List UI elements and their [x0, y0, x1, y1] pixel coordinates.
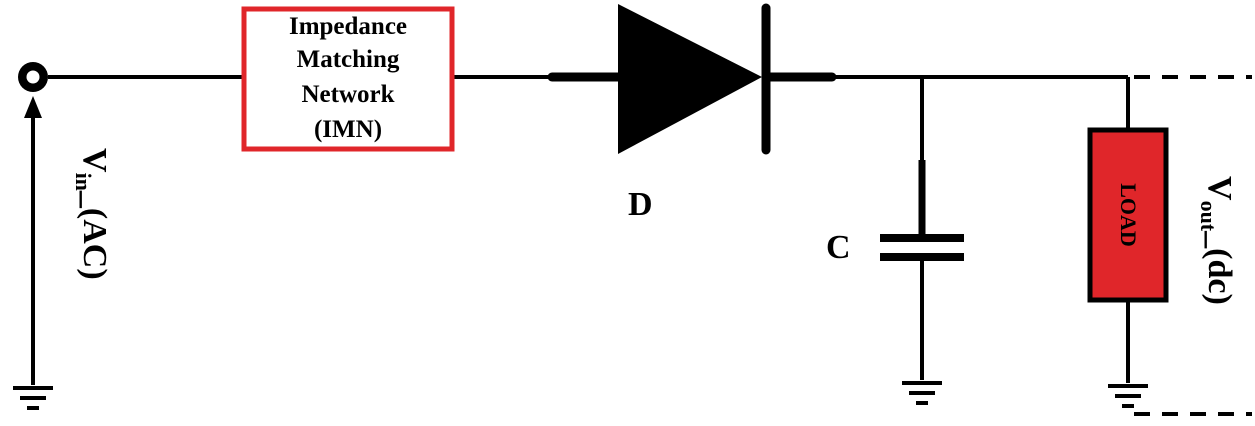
- load-block: LOAD: [1087, 127, 1169, 303]
- ground-icon: [1108, 384, 1148, 408]
- diode-symbol: [618, 3, 771, 155]
- vout-label: Vout_(dc): [1196, 176, 1238, 305]
- imn-label-line-3: Network: [301, 81, 394, 108]
- imn-label-line-1: Impedance: [289, 13, 407, 40]
- ground-icon: [13, 386, 53, 410]
- load-label: LOAD: [1116, 183, 1141, 247]
- vin-label: Vin_(AC): [71, 148, 113, 280]
- diode-label: D: [628, 186, 653, 223]
- ground-icon: [902, 381, 942, 405]
- imn-block: Impedance Matching Network (IMN): [241, 6, 455, 152]
- imn-label-line-4: (IMN): [314, 116, 382, 143]
- imn-label-line-2: Matching: [297, 46, 400, 73]
- input-source-arrow: [24, 96, 42, 385]
- capacitor-label: C: [826, 229, 851, 266]
- capacitor-symbol: [880, 77, 964, 380]
- input-terminal: [18, 62, 48, 92]
